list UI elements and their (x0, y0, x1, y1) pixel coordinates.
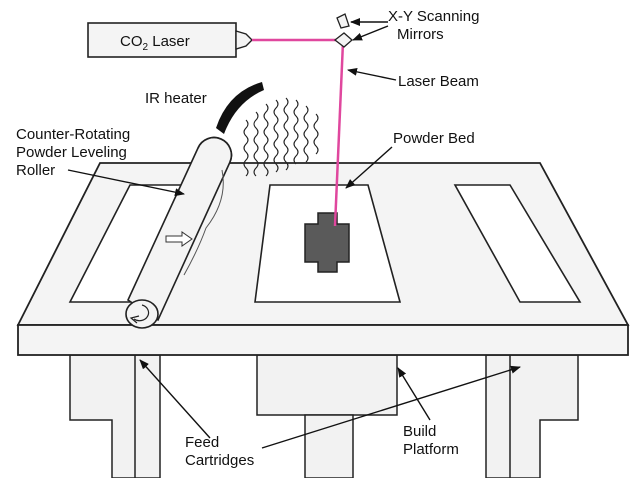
feed-cartridges-label-line1: Feed (185, 434, 219, 451)
co2-laser-nozzle (235, 30, 253, 50)
co2-laser-box (87, 22, 237, 58)
laser-beam-label: Laser Beam (398, 73, 479, 90)
build-platform-label-line1: Build (403, 423, 436, 440)
feed-cartridges-label-line2: Cartridges (185, 452, 254, 469)
table-front-edge (17, 324, 629, 356)
leader-lines (67, 18, 521, 449)
left-feed-cartridge (69, 354, 161, 479)
xy-scanning-mirrors-label-line2: Mirrors (397, 26, 444, 43)
roller-label-line3: Roller (16, 162, 55, 179)
laser-beam-vertical (333, 41, 345, 227)
build-platform-label-line2: Platform (403, 441, 459, 458)
xy-scanning-mirrors-label-line1: X-Y Scanning (388, 8, 479, 25)
co2-laser-label: CO2 Laser (120, 33, 190, 53)
xy-scanning-mirrors (333, 13, 353, 48)
roller-direction-arrow (165, 231, 193, 247)
roller-label-line2: Powder Leveling (16, 144, 127, 161)
powder-bed-label: Powder Bed (393, 130, 475, 147)
roller-label-line1: Counter-Rotating (16, 126, 130, 143)
co2-laser: CO2 Laser (87, 22, 253, 58)
build-platform-block (256, 354, 398, 479)
right-feed-slot (453, 184, 582, 303)
ir-heater-label: IR heater (145, 90, 207, 107)
roller-end-cap (125, 299, 159, 329)
leveling-roller (125, 136, 233, 329)
ir-heater-waves (243, 97, 319, 177)
sintered-part (304, 212, 350, 273)
ir-heater (216, 82, 264, 134)
